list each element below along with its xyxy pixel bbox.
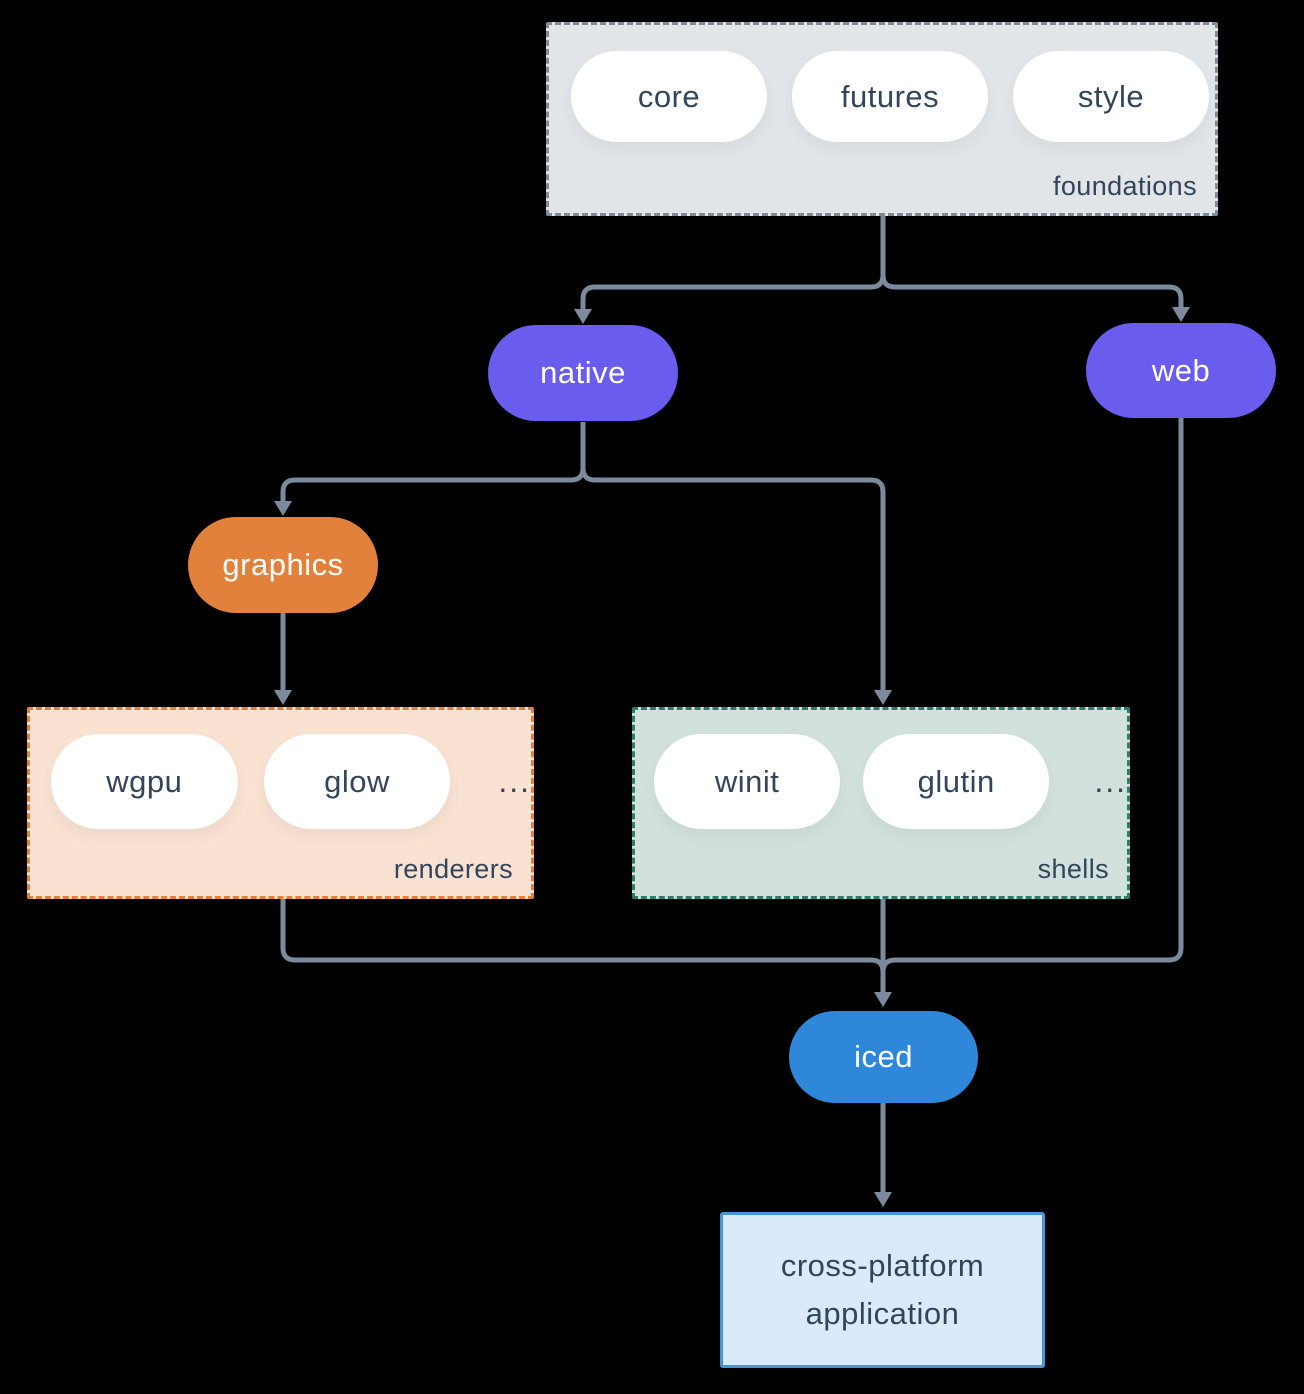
foundations-pill-row: core futures style	[571, 51, 1215, 142]
line-renderers-to-merge	[280, 898, 886, 982]
arrow-iced-to-application	[874, 1103, 892, 1207]
crate-pill-futures: futures	[792, 51, 988, 142]
shells-pill-row: winit glutin ...	[654, 734, 1127, 829]
arrow-foundations-to-native	[574, 216, 886, 324]
arrow-graphics-to-renderers	[274, 613, 292, 705]
crate-pill-glutin: glutin	[863, 734, 1050, 829]
node-web: web	[1086, 323, 1276, 418]
crate-pill-winit: winit	[654, 734, 841, 829]
node-graphics: graphics	[188, 517, 378, 613]
shells-ellipsis: ...	[1094, 763, 1127, 799]
crate-pill-wgpu: wgpu	[51, 734, 238, 829]
foundations-group-label: foundations	[1052, 171, 1197, 201]
renderers-group: wgpu glow ... renderers	[27, 707, 534, 899]
cross-platform-application-box: cross-platform application	[720, 1212, 1045, 1368]
renderers-ellipsis: ...	[498, 763, 531, 799]
crate-pill-glow: glow	[263, 734, 451, 829]
crate-pill-core: core	[571, 51, 767, 142]
node-iced: iced	[789, 1011, 978, 1103]
shells-group: winit glutin ... shells	[632, 707, 1130, 899]
shells-group-label: shells	[1037, 854, 1109, 884]
arrow-native-to-shells	[580, 467, 892, 705]
arrow-native-to-graphics	[274, 422, 586, 516]
crate-pill-style: style	[1013, 51, 1209, 142]
arrow-foundations-to-web	[880, 274, 1190, 322]
renderers-pill-row: wgpu glow ...	[51, 734, 531, 829]
foundations-group: core futures style foundations	[546, 22, 1218, 216]
arrow-shells-to-iced	[874, 898, 892, 1007]
node-native: native	[488, 325, 678, 421]
renderers-group-label: renderers	[393, 854, 513, 884]
